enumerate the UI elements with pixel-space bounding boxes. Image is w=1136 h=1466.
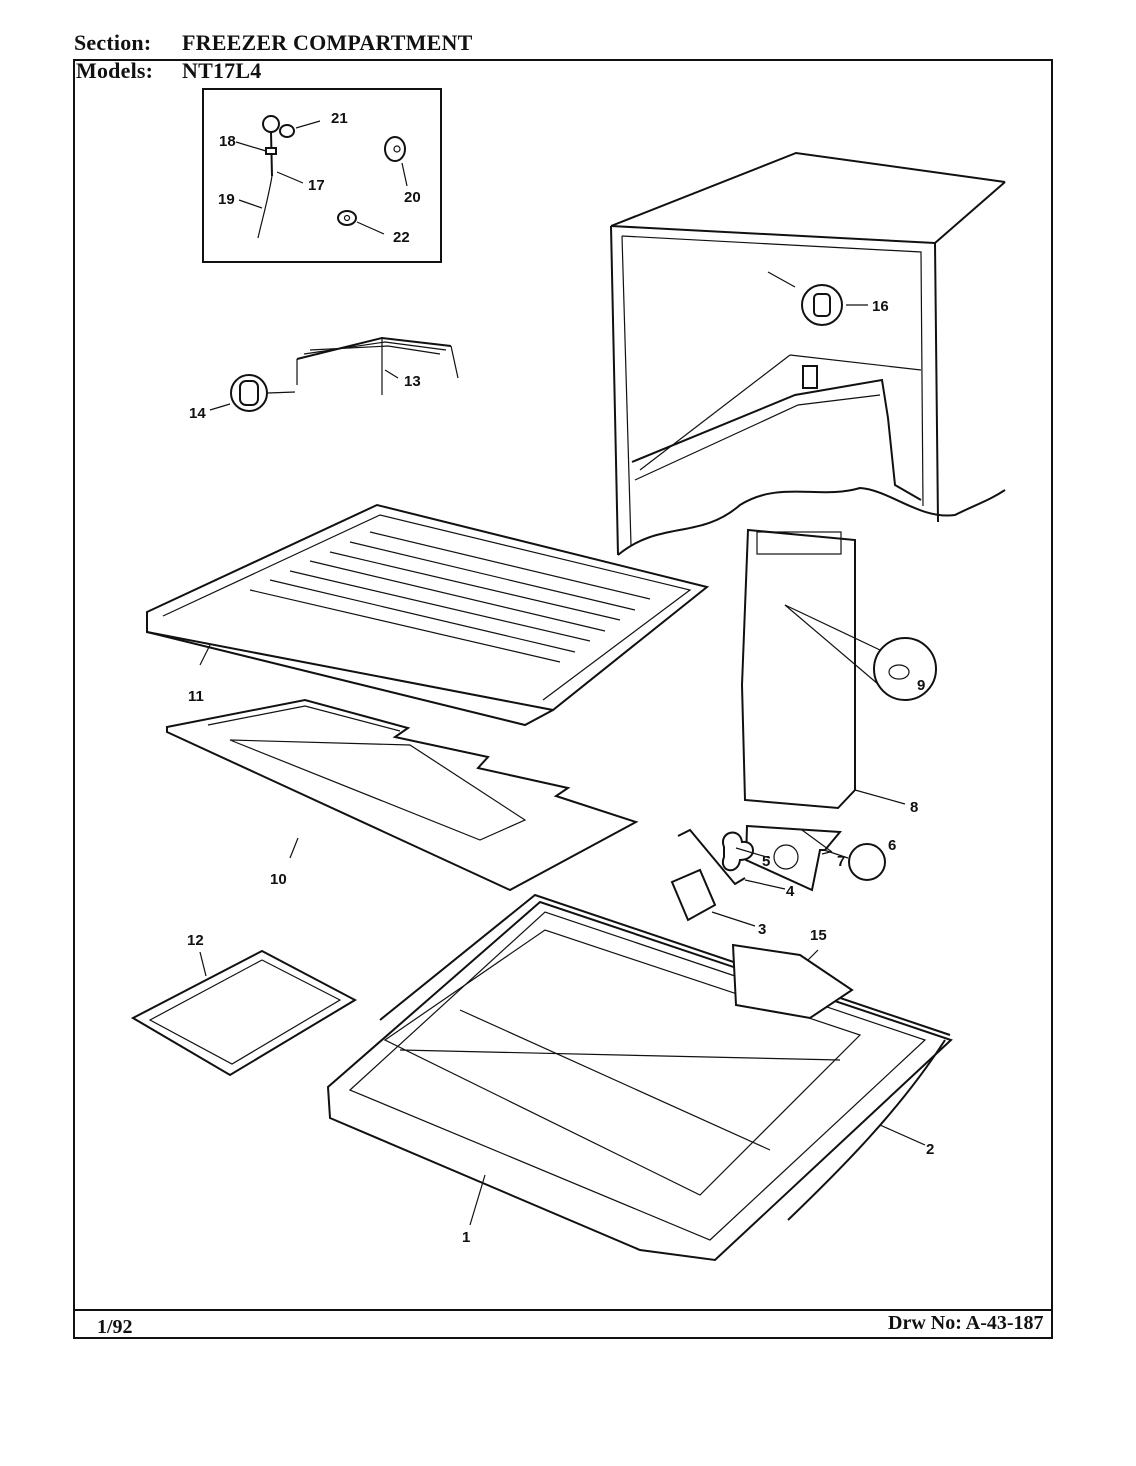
callout-10: 10	[270, 871, 287, 888]
callout-1: 1	[462, 1229, 470, 1246]
callout-18: 18	[219, 133, 236, 150]
models-label: Models:	[76, 58, 154, 83]
callout-8: 8	[910, 799, 918, 816]
freezer-shelf	[146, 503, 710, 727]
callout-21: 21	[331, 110, 348, 127]
callout-5: 5	[762, 853, 770, 870]
callout-3: 3	[758, 921, 766, 938]
model-number: NT17L4	[182, 58, 262, 83]
callout-7: 7	[837, 853, 845, 870]
revision-date: 1/92	[97, 1316, 133, 1338]
drawing-number: Drw No: A-43-187	[888, 1312, 1044, 1334]
callout-11: 11	[188, 688, 204, 705]
wire-shelf	[209, 336, 459, 412]
fan-shroud	[740, 528, 937, 810]
callout-14: 14	[189, 405, 206, 422]
callout-13: 13	[404, 373, 421, 390]
callout-19: 19	[218, 191, 235, 208]
callout-6: 6	[888, 837, 896, 854]
callout-4: 4	[786, 883, 795, 900]
callout-17: 17	[308, 177, 325, 194]
evaporator-cover	[166, 698, 639, 892]
section-title: FREEZER COMPARTMENT	[182, 30, 473, 55]
callout-12: 12	[187, 932, 204, 949]
cabinet-liner	[610, 151, 1006, 556]
evaporator-fan-motor-assembly	[670, 824, 886, 927]
callout-16: 16	[872, 298, 889, 315]
freezer-liner	[326, 893, 953, 1262]
callout-labels: 1 2 3 4 5 6 7 8 9 10 11 12 13 14 15 16 1…	[187, 110, 934, 1246]
section-label: Section:	[74, 30, 152, 55]
callout-15: 15	[810, 927, 827, 944]
inset-parts-box	[202, 88, 442, 263]
diagram-frame	[73, 59, 1053, 1339]
callout-2: 2	[926, 1141, 934, 1158]
callout-9: 9	[917, 677, 925, 694]
callout-22: 22	[393, 229, 410, 246]
footer-divider	[73, 1309, 1053, 1311]
callout-20: 20	[404, 189, 421, 206]
ice-cube-tray	[130, 949, 358, 1077]
